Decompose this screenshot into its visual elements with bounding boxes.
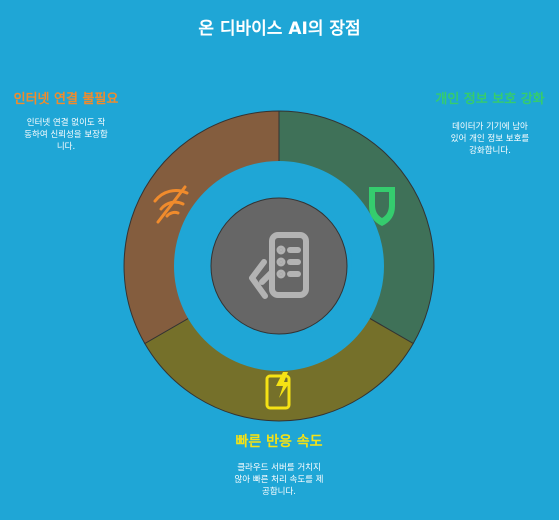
shield-icon — [369, 187, 395, 226]
speed-description: 클라우드 서버를 거치지 않아 빠른 처리 속도를 제 공합니다. — [234, 463, 324, 497]
privacy-description: 데이터가 기기에 남아 있어 개인 정보 보호를 강화합니다. — [450, 122, 530, 156]
phone-charging-icon — [265, 372, 291, 410]
page-title: 온 디바이스 AI의 장점 — [198, 19, 361, 39]
offline-block: 인터넷 연결 불필요 인터넷 연결 없이도 작 동하여 신뢰성을 보장합 니다. — [4, 90, 128, 153]
speed-heading: 빠른 반응 속도 — [235, 434, 323, 450]
offline-description: 인터넷 연결 없이도 작 동하여 신뢰성을 보장합 니다. — [24, 118, 108, 152]
no-wifi-icon — [153, 185, 189, 224]
inner-band — [174, 161, 384, 371]
speed-block: 빠른 반응 속도 클라우드 서버를 거치지 않아 빠른 처리 속도를 제 공합니… — [190, 433, 368, 498]
hand-holding-phone-icon — [249, 232, 309, 299]
privacy-block: 개인 정보 보호 강화 데이터가 기기에 남아 있어 개인 정보 보호를 강화합… — [424, 90, 556, 157]
offline-heading: 인터넷 연결 불필요 — [13, 92, 119, 107]
privacy-heading: 개인 정보 보호 강화 — [435, 92, 545, 107]
